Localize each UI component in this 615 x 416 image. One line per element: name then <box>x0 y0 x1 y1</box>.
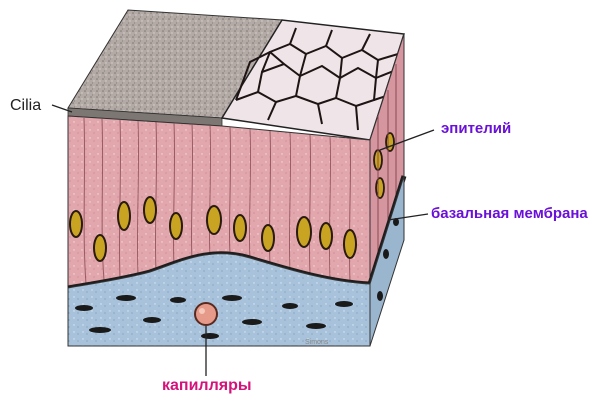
capillaries-label: капилляры <box>162 377 252 395</box>
epithelium-label: эпителий <box>441 120 511 137</box>
artist-signature: Simons <box>305 339 328 346</box>
cilia-label: Cilia <box>10 97 41 115</box>
basement-membrane-label: базальная мембрана <box>431 205 588 222</box>
capillary <box>195 303 217 325</box>
